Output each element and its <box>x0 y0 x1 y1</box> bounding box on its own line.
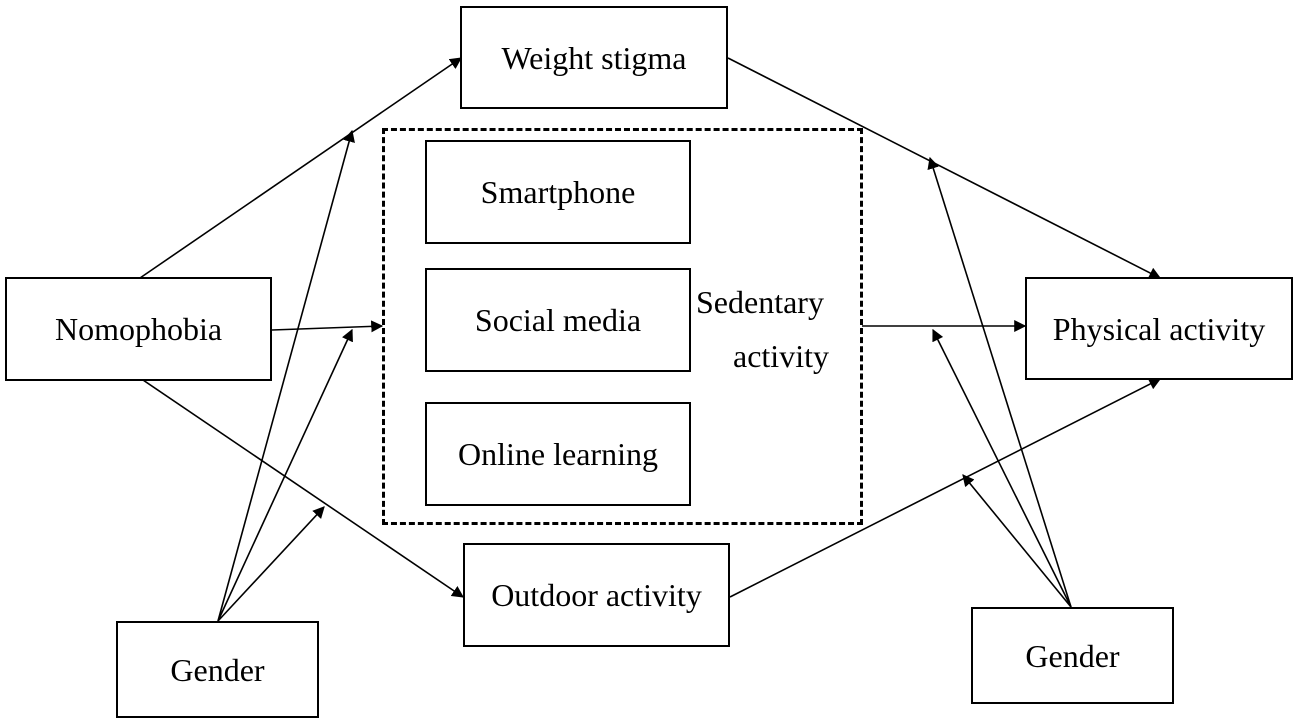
edge-outdoor-to-physical <box>729 378 1162 598</box>
node-outdoor-activity: Outdoor activity <box>463 543 730 647</box>
sedentary-activity-label-line2: activity <box>733 338 829 374</box>
node-gender-left-label: Gender <box>170 651 265 688</box>
node-physical-activity: Physical activity <box>1025 277 1293 380</box>
edge-gender-right-to-sedentary-path <box>932 328 1072 608</box>
node-smartphone-label: Smartphone <box>480 174 636 210</box>
sedentary-activity-group <box>382 128 863 525</box>
edge-nomophobia-to-outdoor <box>142 379 464 598</box>
node-nomophobia: Nomophobia <box>5 277 272 381</box>
node-nomophobia-label: Nomophobia <box>54 311 223 347</box>
node-weight-stigma-label: Weight stigma <box>501 39 687 76</box>
node-gender-right: Gender <box>971 607 1174 704</box>
edge-nomophobia-to-weight-stigma <box>139 57 462 279</box>
edge-gender-left-to-outdoor-path <box>217 506 325 622</box>
edge-gender-left-to-weight-stigma-path <box>217 129 355 622</box>
edge-gender-right-to-outdoor-path <box>962 474 1072 608</box>
node-gender-left: Gender <box>116 621 319 718</box>
node-physical-activity-label: Physical activity <box>1052 310 1266 347</box>
node-social-media: Social media <box>425 268 691 372</box>
node-smartphone: Smartphone <box>425 140 691 244</box>
node-gender-right-label: Gender <box>1025 637 1120 674</box>
node-outdoor-activity-label: Outdoor activity <box>491 577 702 613</box>
sedentary-activity-label-line1: Sedentary <box>696 284 824 320</box>
node-social-media-label: Social media <box>474 302 642 338</box>
edge-gender-left-to-sedentary-path <box>217 328 353 622</box>
edge-gender-right-to-weight-stigma-path <box>927 156 1072 608</box>
edge-nomophobia-to-sedentary <box>271 320 384 333</box>
node-online-learning-label: Online learning <box>458 436 658 472</box>
node-weight-stigma: Weight stigma <box>460 6 728 109</box>
node-online-learning: Online learning <box>425 402 691 506</box>
edge-weight-stigma-to-physical <box>727 57 1162 279</box>
